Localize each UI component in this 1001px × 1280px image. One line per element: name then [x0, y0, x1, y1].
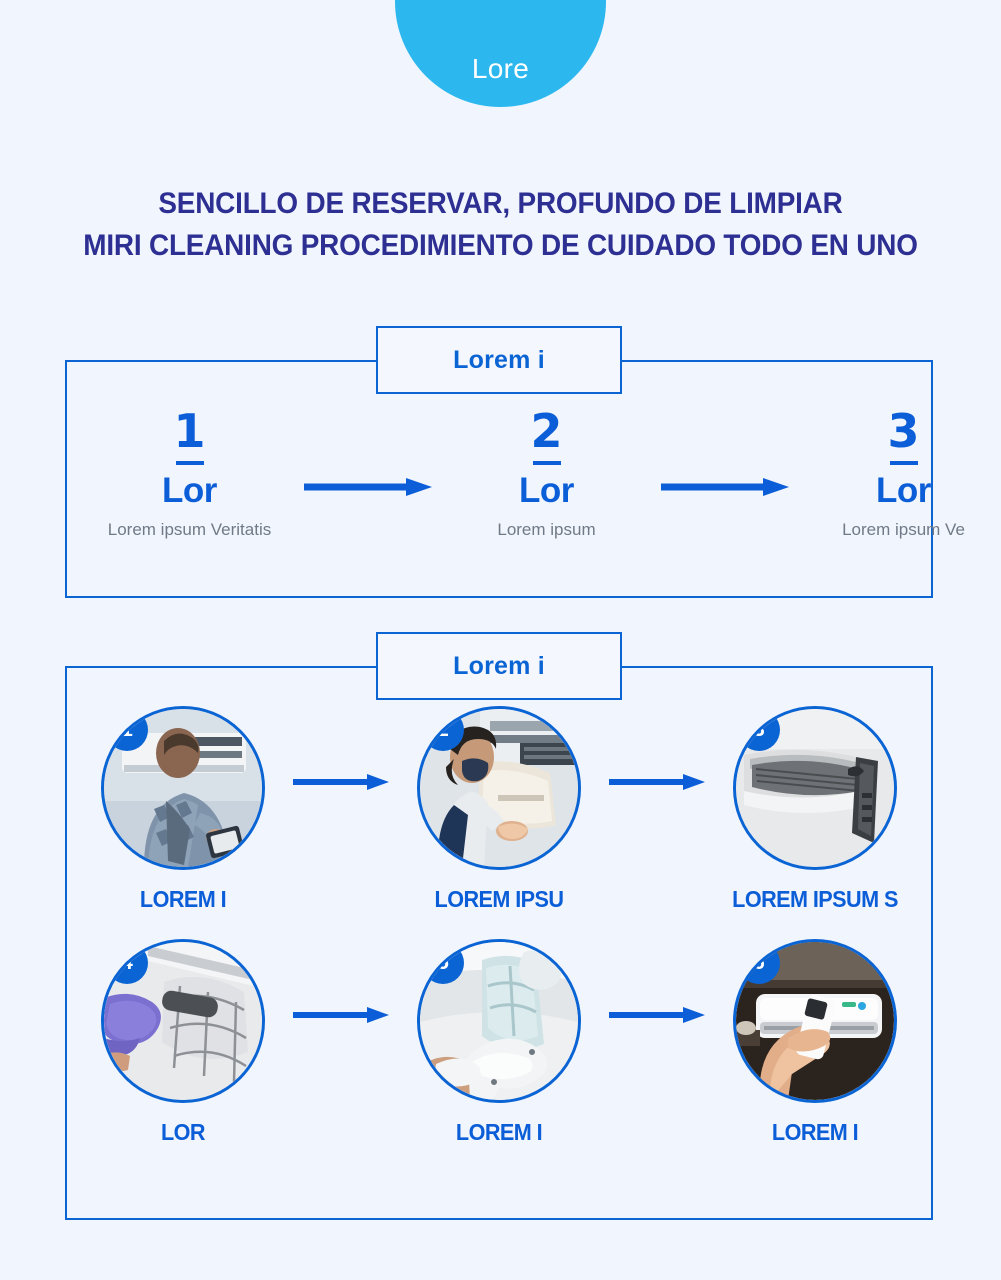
photo-step-item: 3 LOREM IPSUM S [717, 706, 913, 913]
step-number: 3 [887, 404, 920, 458]
step-title: Lor [162, 471, 217, 510]
photo-circle: 5 [417, 939, 581, 1103]
step-number: 2 [530, 404, 563, 458]
top-circle-badge: Lore [395, 0, 606, 107]
step-number-underline [889, 461, 918, 465]
step-number: 1 [173, 404, 206, 458]
section-one-title-box: Lorem i [376, 326, 622, 394]
photo-step-item: 2 LOREM IPSU [401, 706, 597, 913]
step-item: 2 Lor Lorem ipsum [434, 408, 659, 542]
photo-step-badge: 2 [422, 709, 464, 751]
arrow-right-icon [602, 772, 712, 792]
photo-step-badge: 1 [106, 709, 148, 751]
step-title: Lor [519, 471, 574, 510]
top-badge-label: Lore [471, 53, 530, 84]
step-description: Lorem ipsum Ve [842, 520, 965, 539]
step-item: 1 Lor Lorem ipsum Veritatis [77, 408, 302, 542]
step-title: Lor [876, 471, 931, 510]
step-number-underline [175, 461, 204, 465]
photo-step-item: 6 LOREM I [717, 939, 913, 1146]
page-title: SENCILLO DE RESERVAR, PROFUNDO DE LIMPIA… [35, 183, 966, 267]
step-description: Lorem ipsum Veritatis [107, 520, 272, 539]
section-two-title-box: Lorem i [376, 632, 622, 700]
photo-step-label: LOREM I [455, 1119, 543, 1145]
photo-step-label: LOREM I [771, 1119, 859, 1145]
photo-circle: 1 [101, 706, 265, 870]
section-photo-steps: Lorem i [65, 632, 933, 1220]
section-two-title-label: Lorem i [453, 651, 545, 680]
photo-step-item: 1 LOREM I [85, 706, 281, 913]
photo-step-badge: 5 [422, 942, 464, 984]
photo-step-label: LOREM IPSU [434, 886, 564, 912]
step-description: Lorem ipsum [497, 520, 596, 539]
photo-circle: 3 [733, 706, 897, 870]
arrow-right-icon [286, 1005, 396, 1025]
photo-step-badge: 6 [738, 942, 780, 984]
photo-steps-row: 4 LOR [85, 939, 913, 1146]
arrow-right-icon [602, 1005, 712, 1025]
numbered-steps-row: 1 Lor Lorem ipsum Veritatis 2 Lor Lorem … [67, 408, 965, 588]
step-item: 3 Lor Lorem ipsum Ve [791, 408, 1001, 542]
page-title-line-1: SENCILLO DE RESERVAR, PROFUNDO DE LIMPIA… [158, 187, 843, 220]
photo-circle: 2 [417, 706, 581, 870]
arrow-right-icon [286, 772, 396, 792]
photo-step-item: 5 LOREM I [401, 939, 597, 1146]
arrow-right-icon [659, 476, 791, 498]
photo-step-label: LOREM IPSUM S [732, 886, 898, 912]
photo-circle: 6 [733, 939, 897, 1103]
hand-holding-remote-pointing-at-ac-photo [736, 942, 894, 1100]
photo-step-label: LOR [161, 1119, 206, 1145]
photo-circle: 4 [101, 939, 265, 1103]
section-process-overview: Lorem i 1 Lor Lorem ipsum Veritatis 2 Lo… [65, 326, 965, 598]
photo-steps-row: 1 LOREM I [85, 706, 913, 913]
photo-step-item: 4 LOR [85, 939, 281, 1146]
arrow-right-icon [302, 476, 434, 498]
photo-step-badge: 3 [738, 709, 780, 751]
section-one-title-label: Lorem i [453, 345, 545, 374]
photo-step-label: LOREM I [139, 886, 227, 912]
step-number-underline [532, 461, 561, 465]
photo-steps-grid: 1 LOREM I [67, 706, 931, 1146]
photo-step-badge: 4 [106, 942, 148, 984]
page-title-line-2: MIRI CLEANING PROCEDIMIENTO DE CUIDADO T… [83, 229, 918, 262]
